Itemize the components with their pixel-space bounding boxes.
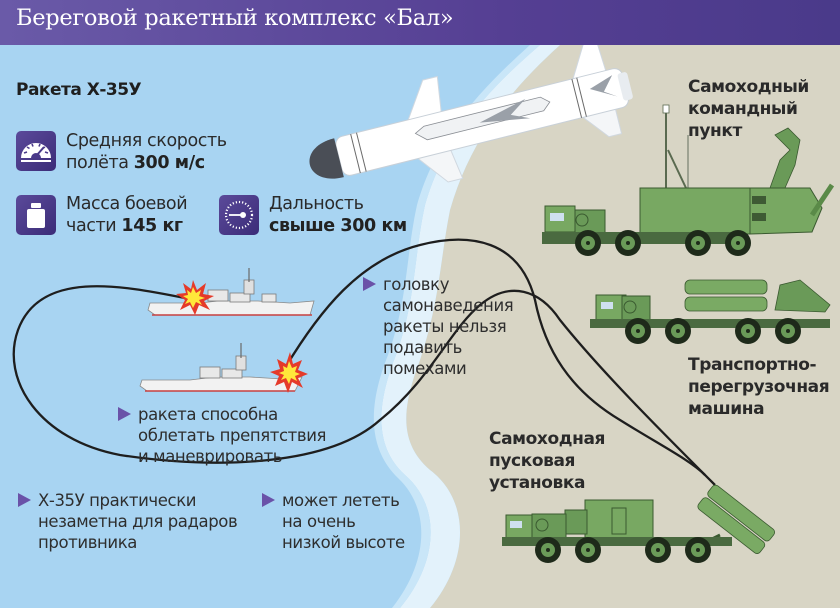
- bullet-arrow-icon: [262, 493, 275, 507]
- spec-warhead: Масса боевой части 145 кг: [66, 194, 188, 236]
- launcher-vehicle: [502, 484, 776, 554]
- missile-x35u: [309, 39, 633, 183]
- coast-surf: [381, 45, 560, 608]
- spec-range: Дальность свыше 300 км: [269, 194, 407, 236]
- header-bar: Береговой ракетный комплекс «Бал»: [0, 0, 840, 45]
- label-transport-reloading: Транспортно- перегрузочная машина: [688, 355, 830, 419]
- bullet-jamming: головку самонаведения ракеты нельзя пода…: [363, 274, 514, 379]
- bullet-arrow-icon: [118, 407, 131, 421]
- warhead-value: 145 кг: [121, 216, 183, 236]
- bullet-low-altitude: может лететь на очень низкой высоте: [262, 490, 405, 553]
- bullet-arrow-icon: [18, 493, 31, 507]
- bullet-arrow-icon: [363, 277, 376, 291]
- bullet-stealth: Х-35У практически незаметна для радаров …: [18, 490, 238, 553]
- weight-icon: [16, 195, 56, 235]
- page-title: Береговой ракетный комплекс «Бал»: [16, 5, 454, 31]
- trajectory-path-2: [284, 238, 706, 476]
- label-launcher: Самоходная пусковая установка: [489, 429, 606, 493]
- speed-value: 300 м/с: [133, 153, 205, 173]
- target-ship-1: [147, 268, 315, 316]
- missile-title: Ракета Х-35У: [16, 80, 142, 100]
- range-value: свыше 300 км: [269, 216, 407, 236]
- speedometer-icon: [16, 131, 56, 171]
- range-dial-icon: [219, 195, 259, 235]
- bullet-maneuver: ракета способна облетать препятствия и м…: [118, 404, 326, 467]
- trajectory-path: [12, 285, 716, 486]
- label-command-post: Самоходный командный пункт: [688, 77, 809, 141]
- spec-speed: Средняя скорость полёта 300 м/с: [66, 131, 227, 173]
- transport-reloading-vehicle: [590, 279, 831, 328]
